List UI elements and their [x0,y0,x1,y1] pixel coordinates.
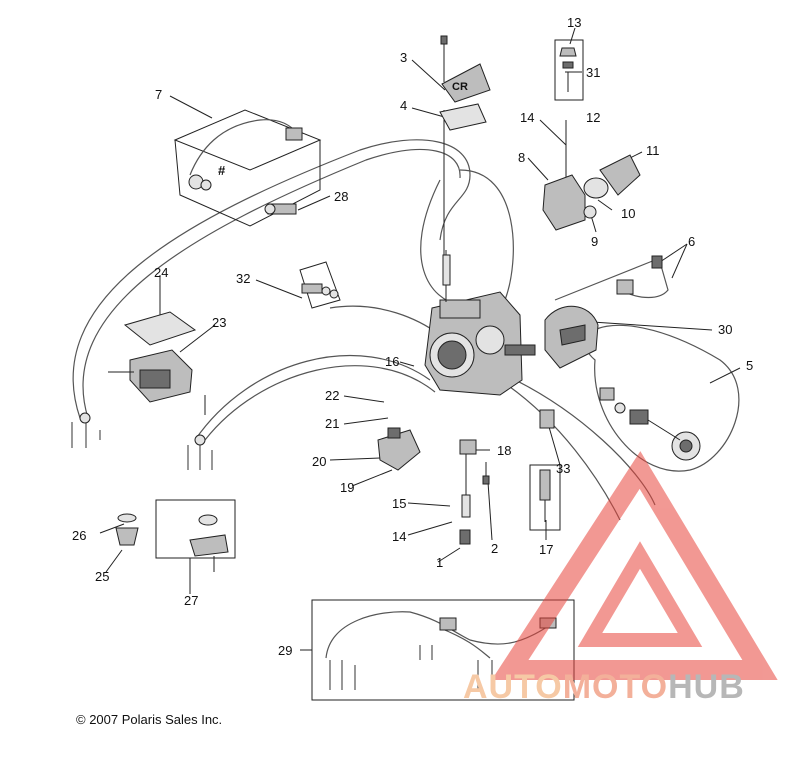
linkage-5 [599,387,701,461]
callout-24: 24 [154,265,168,280]
box-27 [155,499,236,572]
plug-25 [115,513,139,546]
harness-6 [616,255,669,299]
callout-23: 23 [212,315,226,330]
callout-18: 18 [497,443,511,458]
wordmark-auto: AUTO [463,668,563,706]
callout-32: 32 [236,271,250,286]
callout-8: 8 [518,150,525,165]
callout-33: 33 [556,461,570,476]
callout-30: 30 [718,322,732,337]
callout-7: 7 [155,87,162,102]
throttle-body [424,110,536,396]
sensor-harness-box: # [173,109,322,227]
callout-2: 2 [491,541,498,556]
watermark-logo-mark [491,451,778,680]
callout-27: 27 [184,593,198,608]
hose-lines [72,139,740,521]
cover-marking: CR [452,81,468,93]
callout-14-top: 14 [520,110,534,125]
injector-17 [529,409,561,531]
callout-labels: 1 2 3 4 5 6 7 8 9 10 11 12 13 14 14 15 1… [72,15,753,658]
callout-20: 20 [312,454,326,469]
callout-14-bottom: 14 [392,529,406,544]
callout-1: 1 [436,555,443,570]
watermark-wordmark: AUTOMOTOHUB [463,668,745,707]
left-hose-ends [71,412,213,470]
callout-16: 16 [385,354,399,369]
callout-13: 13 [567,15,581,30]
callout-17: 17 [539,542,553,557]
callout-9: 9 [591,234,598,249]
callout-19: 19 [340,480,354,495]
callout-10: 10 [621,206,635,221]
callout-25: 25 [95,569,109,584]
hash-mark: # [218,163,226,178]
callout-5: 5 [746,358,753,373]
callout-15: 15 [392,496,406,511]
idle-control-group [542,120,641,231]
callout-31: 31 [586,65,600,80]
fitting-28 [264,203,297,215]
callout-6: 6 [688,234,695,249]
callout-22: 22 [325,388,339,403]
callout-28: 28 [334,189,348,204]
copyright-notice: © 2007 Polaris Sales Inc. [76,712,223,727]
callout-12: 12 [586,110,600,125]
fitting-32 [299,261,341,309]
injector-group [459,439,490,545]
box-23 [108,311,206,415]
bracket-19 [377,427,421,471]
callout-26: 26 [72,528,86,543]
top-cover: CR [439,35,491,131]
callout-29: 29 [278,643,292,658]
callout-21: 21 [325,416,339,431]
callout-11: 11 [646,143,660,158]
box-31 [554,39,584,101]
side-cover-30 [544,305,599,369]
callout-3: 3 [400,50,407,65]
callout-4: 4 [400,98,407,113]
wordmark-moto: MOTO [562,668,669,706]
wordmark-hub: HUB [668,668,745,706]
